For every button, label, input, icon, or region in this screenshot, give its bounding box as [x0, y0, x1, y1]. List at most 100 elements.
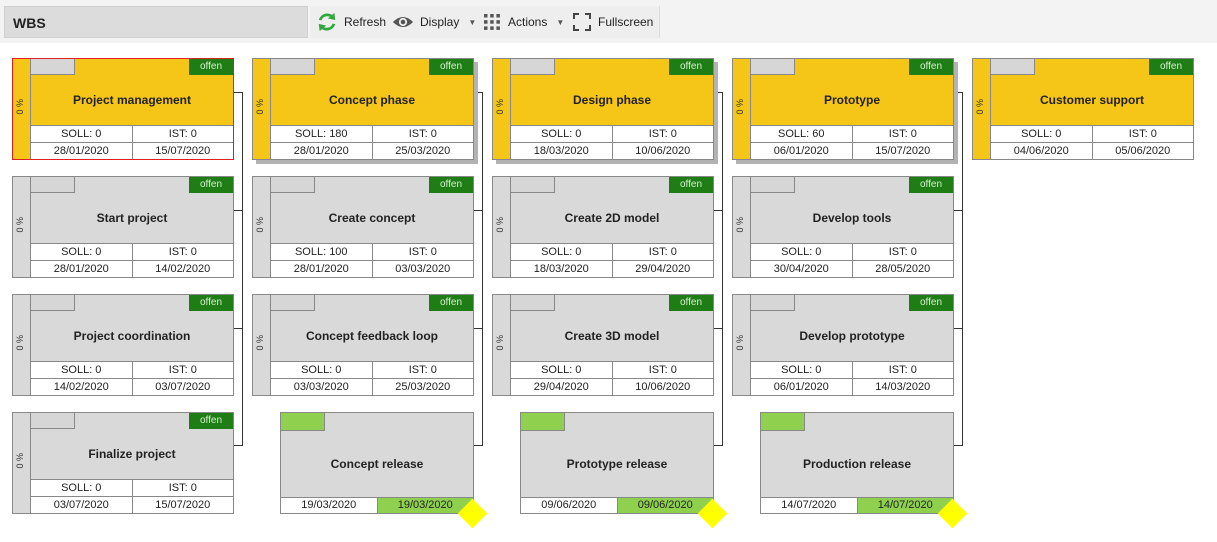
chevron-down-icon: ▼: [468, 17, 477, 27]
status-badge: offen: [1149, 59, 1193, 75]
progress-strip: 0 %: [493, 59, 511, 159]
phase-name: Prototype: [823, 93, 880, 107]
status-badge: offen: [429, 295, 473, 311]
view-title: WBS: [13, 15, 46, 31]
effort-row: SOLL: 0 IST: 0: [271, 361, 473, 378]
type-tag: [511, 59, 555, 75]
task-name: Create 3D model: [564, 329, 660, 343]
start-date: 03/03/2020: [293, 381, 349, 393]
toolbar: WBS Refresh Display ▼ Actions ▼: [0, 0, 1217, 43]
connector-line: [954, 92, 963, 446]
start-date: 06/01/2020: [773, 145, 829, 157]
end-date: 05/06/2020: [1091, 143, 1194, 159]
task-name: Create concept: [328, 211, 416, 225]
type-tag: [31, 59, 75, 75]
connector-line: [714, 210, 722, 211]
phase-name: Project management: [72, 93, 192, 107]
connector-line: [714, 92, 723, 446]
progress-strip: 0 %: [253, 295, 271, 395]
soll-value: SOLL: 0: [61, 482, 102, 494]
percent-complete: 0 %: [15, 217, 25, 233]
ist-value: IST: 0: [851, 362, 954, 378]
soll-value: SOLL: 0: [301, 364, 342, 376]
ist-value: IST: 0: [611, 244, 714, 260]
task-name: Finalize project: [88, 447, 176, 461]
ist-value: IST: 0: [1091, 126, 1194, 142]
status-badge: offen: [669, 59, 713, 75]
ist-value: IST: 0: [371, 362, 474, 378]
percent-complete: 0 %: [735, 335, 745, 351]
planned-date: 14/07/2020: [781, 499, 837, 511]
effort-row: SOLL: 0 IST: 0: [751, 243, 953, 260]
type-tag: [271, 177, 315, 193]
milestone-tag: [521, 413, 565, 431]
actions-menu-button[interactable]: Actions ▼: [476, 6, 572, 38]
type-tag: [31, 413, 75, 429]
progress-strip: 0 %: [973, 59, 991, 159]
status-badge: offen: [669, 295, 713, 311]
type-tag: [751, 295, 795, 311]
connector-line: [714, 328, 722, 329]
status-badge: offen: [909, 295, 953, 311]
grid-dots-icon: [484, 14, 500, 30]
ist-value: IST: 0: [851, 126, 954, 142]
percent-complete: 0 %: [15, 335, 25, 351]
display-menu-button[interactable]: Display ▼: [386, 6, 484, 38]
actual-date: 14/07/2020: [856, 498, 953, 513]
start-date: 18/03/2020: [533, 145, 589, 157]
connector-line: [234, 92, 243, 446]
ist-value: IST: 0: [131, 244, 234, 260]
refresh-icon: [318, 12, 336, 32]
end-date: 14/02/2020: [131, 261, 234, 277]
refresh-button[interactable]: Refresh: [310, 6, 394, 38]
soll-value: SOLL: 0: [541, 364, 582, 376]
progress-strip: 0 %: [733, 295, 751, 395]
ist-value: IST: 0: [371, 244, 474, 260]
fullscreen-button[interactable]: Fullscreen: [566, 6, 661, 38]
end-date: 03/07/2020: [131, 379, 234, 395]
ist-value: IST: 0: [131, 126, 234, 142]
ist-value: IST: 0: [851, 244, 954, 260]
progress-strip: 0 %: [13, 59, 31, 159]
soll-value: SOLL: 0: [1021, 128, 1062, 140]
connector-line: [954, 328, 962, 329]
percent-complete: 0 %: [735, 217, 745, 233]
percent-complete: 0 %: [255, 217, 265, 233]
ist-value: IST: 0: [131, 480, 234, 496]
soll-value: SOLL: 0: [781, 246, 822, 258]
percent-complete: 0 %: [495, 335, 505, 351]
type-tag: [31, 177, 75, 193]
milestone-name: Concept release: [330, 457, 424, 471]
task-name: Create 2D model: [564, 211, 660, 225]
start-date: 18/03/2020: [533, 263, 589, 275]
soll-value: SOLL: 180: [294, 128, 348, 140]
